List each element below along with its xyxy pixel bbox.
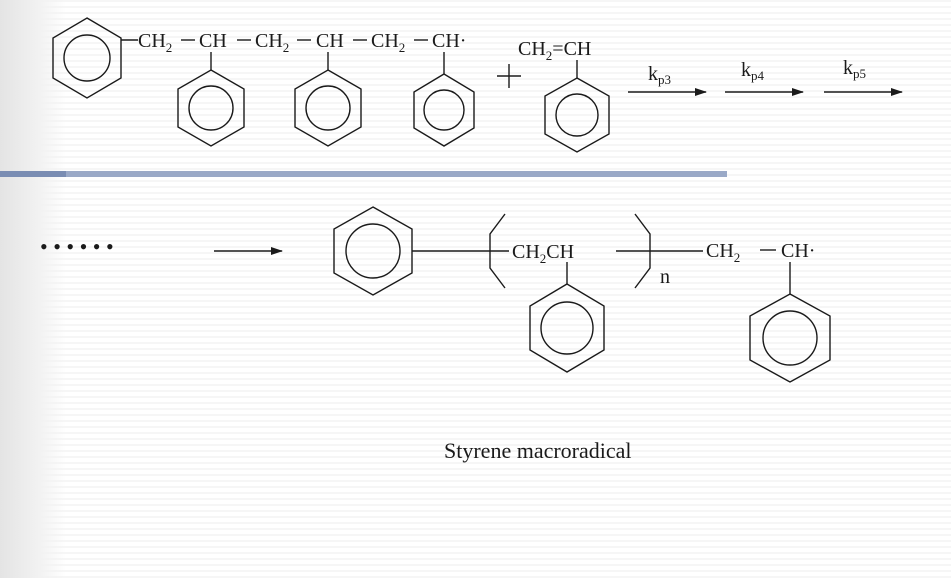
chain-ch-radical: CH· — [432, 30, 466, 52]
chain-ch2-1: CH2 — [138, 30, 172, 55]
rate-constant-kp3: kp3 — [648, 63, 671, 87]
benzene-ring-1 — [52, 17, 138, 99]
benzene-rings-bottom — [214, 206, 831, 383]
benzene-ring-radical-end — [749, 262, 831, 383]
left-decorative-strip — [0, 0, 66, 578]
repeat-unit-formula: CH2CH — [512, 241, 574, 266]
benzene-ring-repeat-unit — [529, 262, 605, 373]
end-ch-radical: CH· — [781, 240, 815, 262]
benzene-ring-2 — [177, 52, 245, 147]
benzene-ring-3 — [294, 52, 362, 147]
polymer-chain-top: CH2 CH CH2 CH CH2 CH· — [138, 30, 466, 55]
rate-constant-kp5: kp5 — [843, 57, 866, 81]
chain-ch2-3: CH2 — [371, 30, 405, 55]
end-ch2: CH2 — [706, 240, 740, 265]
repeat-index: n — [660, 266, 670, 288]
caption: Styrene macroradical — [444, 438, 632, 463]
divider-bar — [0, 171, 727, 177]
chain-ch-1: CH — [199, 30, 227, 52]
chain-ch2-2: CH2 — [255, 30, 289, 55]
chain-ch-2: CH — [316, 30, 344, 52]
benzene-ring-4 — [413, 52, 475, 147]
rate-constant-kp4: kp4 — [741, 59, 765, 83]
benzene-ring-end — [333, 206, 509, 296]
monomer-formula: CH2=CH — [518, 38, 591, 63]
benzene-ring-monomer — [544, 60, 610, 153]
benzene-rings-top — [52, 17, 903, 153]
continuation-dots: • • • • • • — [40, 234, 114, 259]
bracket-left — [489, 213, 506, 289]
divider-bar-accent — [0, 171, 66, 177]
